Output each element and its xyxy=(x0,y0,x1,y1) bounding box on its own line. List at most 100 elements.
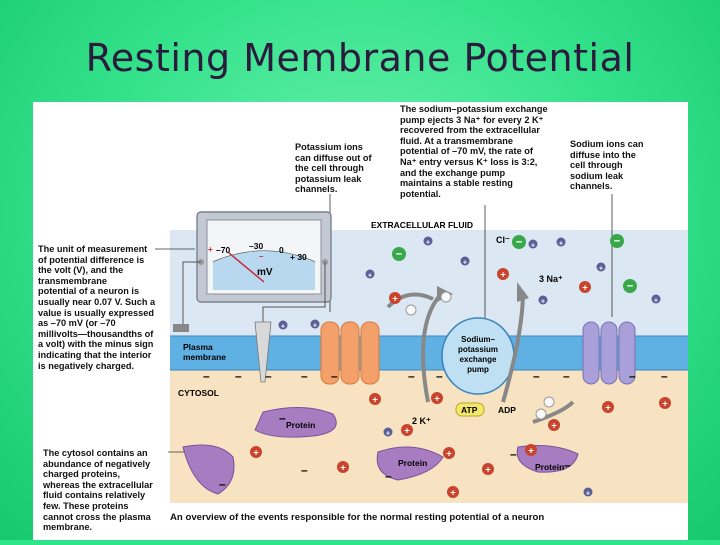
negative-charge-mark: – xyxy=(279,411,286,425)
positive-ion xyxy=(659,397,671,409)
svg-text:+: + xyxy=(605,403,611,414)
cation-small xyxy=(556,237,566,247)
positive-ion xyxy=(579,281,591,293)
positive-ion xyxy=(497,268,509,280)
protein-label-1: Protein xyxy=(286,420,315,430)
negative-charge-mark: – xyxy=(331,369,338,383)
meter-scale-0: 0 xyxy=(279,245,284,255)
negative-charge-mark: – xyxy=(510,447,517,461)
cytosol-label: CYTOSOL xyxy=(178,388,219,398)
positive-ion xyxy=(431,392,443,404)
negative-charge-mark: – xyxy=(563,369,570,383)
cation-small xyxy=(278,320,288,330)
sodium-leak-channel xyxy=(582,321,636,385)
transported-ion xyxy=(405,304,417,316)
svg-text:+: + xyxy=(313,321,317,330)
membrane-diagram: + –70 –30 0 + 30 mV – xyxy=(155,194,688,503)
potassium-leak-channel xyxy=(320,321,380,385)
sodium-note: Sodium ions can diffuse into the cell th… xyxy=(570,139,644,192)
cytosol-zone xyxy=(170,370,688,503)
negative-charge-mark: – xyxy=(265,369,272,383)
negative-charge-mark: – xyxy=(219,477,226,491)
chloride-ion xyxy=(610,234,624,248)
voltmeter: + –70 –30 0 + 30 mV – xyxy=(173,211,332,383)
svg-text:+: + xyxy=(531,241,535,250)
cation-small xyxy=(460,256,470,266)
potassium-note: Potassium ions can diffuse out of the ce… xyxy=(295,142,372,195)
svg-text:+: + xyxy=(528,446,534,457)
svg-text:+: + xyxy=(485,465,491,476)
meter-scale-neg70: –70 xyxy=(216,245,230,255)
k-count-label: 2 K⁺ xyxy=(412,416,431,426)
negative-charge-mark: – xyxy=(408,369,415,383)
negative-charge-mark: – xyxy=(301,369,308,383)
transported-ion xyxy=(543,396,555,408)
figure-caption: An overview of the events responsible fo… xyxy=(170,512,545,523)
cation-small xyxy=(596,262,606,272)
positive-ion xyxy=(447,486,459,498)
negative-charge-mark: – xyxy=(564,458,571,472)
positive-ion xyxy=(525,444,537,456)
unit-note: The unit of measurement of potential dif… xyxy=(38,244,156,371)
svg-text:+: + xyxy=(368,271,372,280)
svg-text:+: + xyxy=(392,294,398,305)
negative-charge-mark: – xyxy=(301,463,308,477)
transported-ion xyxy=(440,291,452,303)
svg-text:−: − xyxy=(627,281,634,293)
positive-ion xyxy=(389,292,401,304)
cation-small xyxy=(528,239,538,249)
negative-charge-mark: – xyxy=(533,369,540,383)
na-count-label: 3 Na⁺ xyxy=(539,274,563,284)
chloride-ion xyxy=(623,279,637,293)
svg-text:+: + xyxy=(386,429,390,438)
svg-text:+: + xyxy=(586,489,590,498)
cation-small xyxy=(583,487,593,497)
adp-label: ADP xyxy=(498,405,516,415)
negative-charge-mark: – xyxy=(436,369,443,383)
positive-ion xyxy=(369,393,381,405)
positive-ion xyxy=(337,461,349,473)
svg-text:+: + xyxy=(426,238,430,247)
svg-text:+: + xyxy=(404,426,410,437)
svg-text:+: + xyxy=(551,421,557,432)
svg-text:+: + xyxy=(253,448,259,459)
meter-needle xyxy=(228,252,265,283)
diagram-panel: + –70 –30 0 + 30 mV – xyxy=(33,102,688,540)
svg-text:+: + xyxy=(434,394,440,405)
cation-small xyxy=(651,294,661,304)
svg-text:+: + xyxy=(340,463,346,474)
negative-charge-mark: – xyxy=(629,369,636,383)
svg-text:+: + xyxy=(463,258,467,267)
meter-minus: – xyxy=(259,252,264,261)
transported-ion xyxy=(535,408,547,420)
negative-charge-mark: – xyxy=(661,369,668,383)
plasma-membrane-label-2: membrane xyxy=(183,352,226,362)
protein-label-2: Protein xyxy=(398,458,427,468)
cation-small xyxy=(310,319,320,329)
cytosol-note: The cytosol contains an abundance of neg… xyxy=(43,448,153,533)
positive-ion xyxy=(482,463,494,475)
positive-ion xyxy=(250,446,262,458)
cytosol-proteins xyxy=(182,406,579,495)
svg-text:+: + xyxy=(541,297,545,306)
svg-text:−: − xyxy=(516,237,523,249)
svg-text:+: + xyxy=(450,488,456,499)
atp-label: ATP xyxy=(461,405,478,415)
pump-note: The sodium–potassium exchange pump eject… xyxy=(400,104,548,199)
negative-charge-mark: – xyxy=(385,469,392,483)
meter-unit: mV xyxy=(257,267,273,278)
svg-text:+: + xyxy=(500,270,506,281)
cation-small xyxy=(365,269,375,279)
pump-name-line3: exchange xyxy=(460,355,497,364)
svg-text:−: − xyxy=(614,236,621,248)
svg-text:+: + xyxy=(559,239,563,248)
svg-text:−: − xyxy=(396,249,403,261)
chloride-ion xyxy=(392,247,406,261)
negative-charge-mark: – xyxy=(203,369,210,383)
pump-name-line1: Sodium– xyxy=(461,335,495,344)
cation-small xyxy=(423,236,433,246)
protein-label-3: Protein xyxy=(535,462,564,472)
microelectrode xyxy=(254,321,272,383)
meter-scale-neg30: –30 xyxy=(249,241,263,251)
svg-text:+: + xyxy=(654,296,658,305)
